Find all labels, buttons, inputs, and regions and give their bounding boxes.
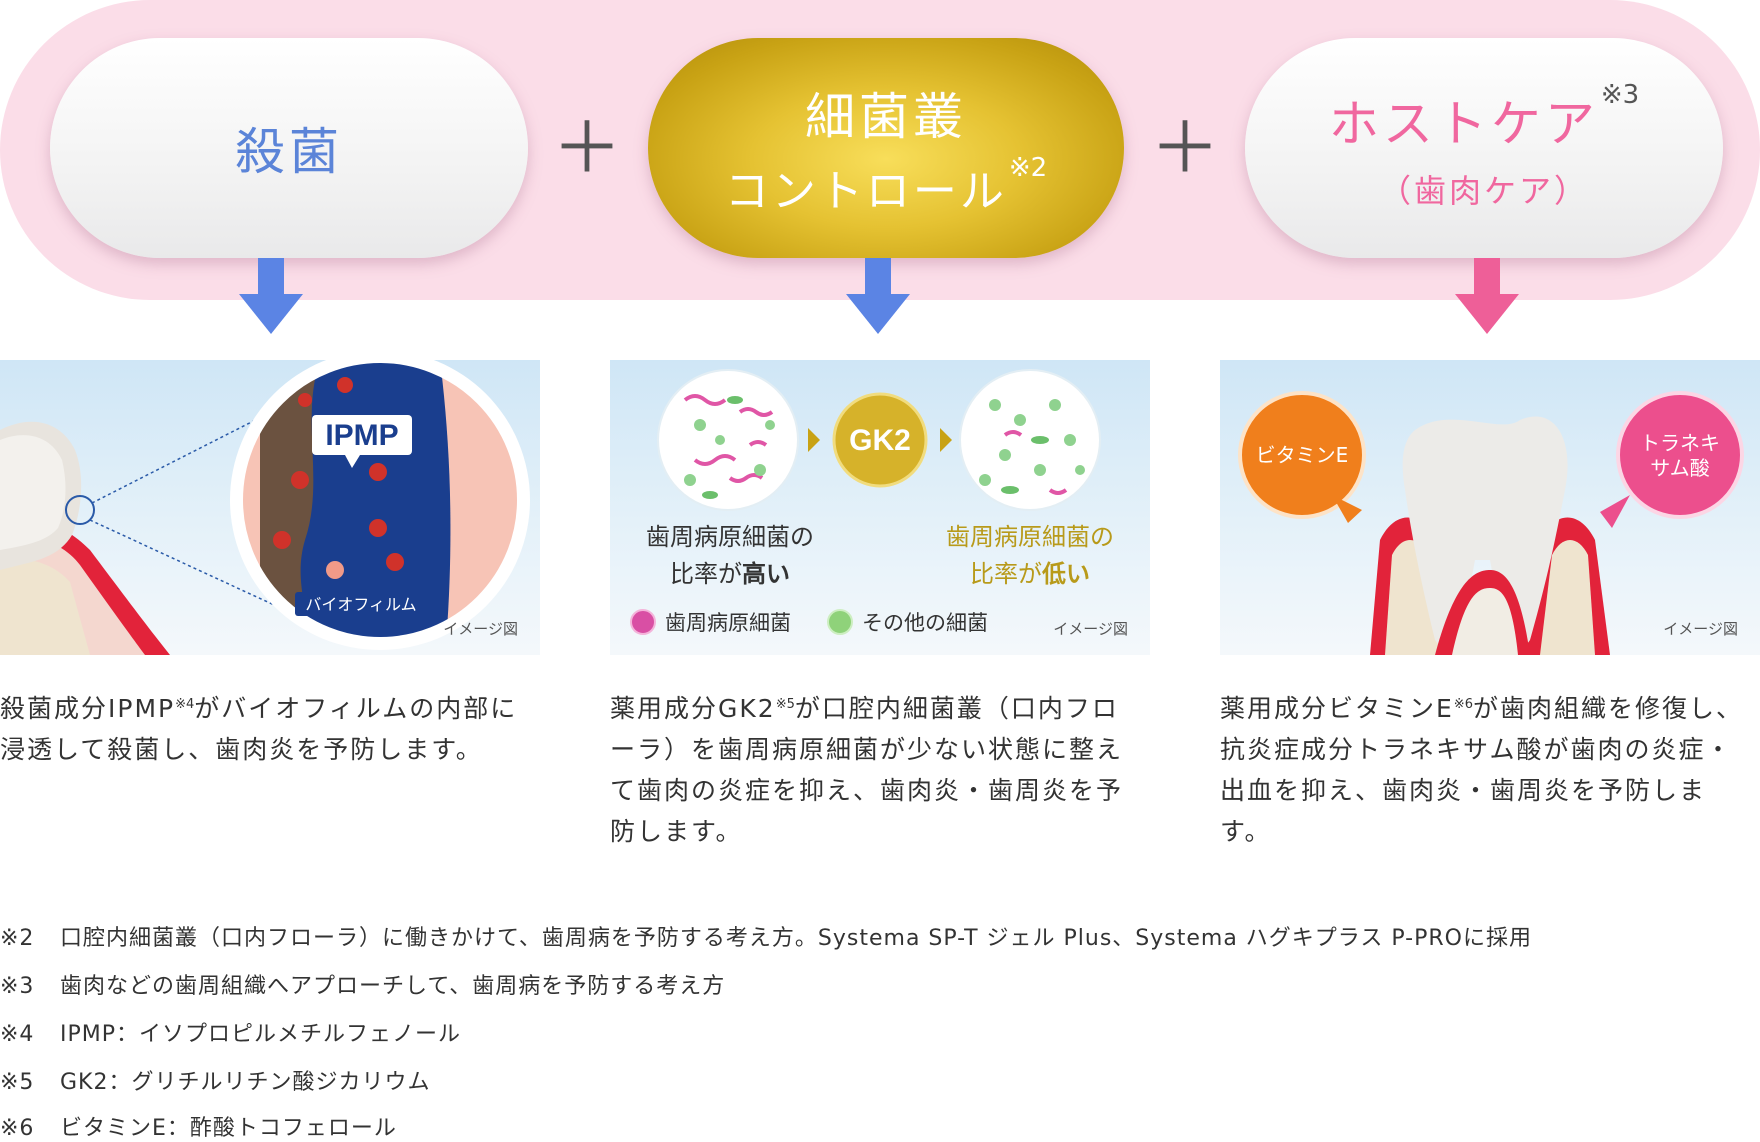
desc-center-b: が口腔内細菌叢（口内フローラ）を歯周病原細菌が少ない状態に整えて歯肉の炎症を抑え… <box>610 694 1124 846</box>
footnote-2-text: 口腔内細菌叢（口内フローラ）に働きかけて、歯周病を予防する考え方。Systema… <box>60 926 1532 951</box>
footnote-6-num: ※6 <box>0 1116 35 1141</box>
hostcare-illustration: ビタミンE トラネキ サム酸 <box>1238 391 1744 655</box>
pill-host-care: ホストケア ※3 （歯肉ケア） <box>1245 38 1723 258</box>
desc-left-b: がバイオフィルムの内部に浸透して殺菌し、歯肉炎を予防します。 <box>0 694 518 764</box>
legend-pathogen-dot <box>630 609 656 635</box>
pill-host-note: ※3 <box>1600 80 1640 110</box>
footnote-2: ※2 口腔内細菌叢（口内フローラ）に働きかけて、歯周病を予防する考え方。Syste… <box>0 920 1532 952</box>
down-arrow-center <box>846 258 910 334</box>
footnote-3-text: 歯肉などの歯周組織へアプローチして、歯周病を予防する考え方 <box>60 974 726 999</box>
desc-left-sup: ※4 <box>175 697 195 712</box>
vitamin-e-bubble <box>1238 391 1366 519</box>
footnote-5-text: GK2：グリチルリチン酸ジカリウム <box>60 1070 431 1095</box>
tranexamic-bubble <box>1616 391 1744 519</box>
description-hostcare: 薬用成分ビタミンE※6が歯肉組織を修復し、抗炎症成分トラネキサム酸が歯肉の炎症・… <box>1220 688 1750 852</box>
tranexamic-label-2: サム酸 <box>1650 456 1710 480</box>
desc-right-b: が歯肉組織を修復し、抗炎症成分トラネキサム酸が歯肉の炎症・出血を抑え、歯肉炎・歯… <box>1220 694 1743 846</box>
desc-center-a: 薬用成分GK2 <box>610 694 776 723</box>
pill-host-title-row: ホストケア ※3 <box>1328 80 1639 156</box>
tranexamic-label-1: トラネキ <box>1640 431 1720 455</box>
gk2-badge-text: GK2 <box>849 424 911 457</box>
image-note-left: イメージ図 <box>443 620 518 638</box>
before-flora-circle <box>657 369 799 511</box>
footnote-3: ※3 歯肉などの歯周組織へアプローチして、歯周病を予防する考え方 <box>0 968 725 1000</box>
after-flora-circle <box>959 369 1101 511</box>
after-caption-line2: 比率が低い <box>970 560 1090 588</box>
gk2-badge <box>832 392 928 488</box>
before-caption-line1: 歯周病原細菌の <box>646 523 814 551</box>
desc-left-a: 殺菌成分IPMP <box>0 694 176 723</box>
footnote-4: ※4 IPMP：イソプロピルメチルフェノール <box>0 1016 461 1048</box>
footnote-2-num: ※2 <box>0 926 35 951</box>
pill-flora-note: ※2 <box>1008 153 1048 183</box>
footnote-5: ※5 GK2：グリチルリチン酸ジカリウム <box>0 1064 430 1096</box>
legend-pathogen-label: 歯周病原細菌 <box>665 611 791 635</box>
ipmp-label: IPMP <box>325 419 398 452</box>
footnote-3-num: ※3 <box>0 974 35 999</box>
footnote-4-text: IPMP：イソプロピルメチルフェノール <box>60 1022 462 1047</box>
plus-sign-1: ＋ <box>552 107 622 189</box>
down-arrow-right <box>1455 258 1519 334</box>
pill-sterilization-title: 殺菌 <box>235 123 343 181</box>
panel-gk2-illustration: GK2 歯周病原細菌の 比率が高い 歯周病原細菌の 比率が低い 歯周病原細菌 そ… <box>610 360 1150 655</box>
gk2-illustration: GK2 歯周病原細菌の 比率が高い 歯周病原細菌の 比率が低い 歯周病原細菌 そ… <box>630 369 1114 635</box>
footnote-4-num: ※4 <box>0 1022 35 1047</box>
desc-right-a: 薬用成分ビタミンE <box>1220 694 1454 723</box>
pill-flora-control: 細菌叢 コントロール ※2 <box>648 38 1124 258</box>
footnote-6: ※6 ビタミンE：酢酸トコフェロール <box>0 1110 397 1142</box>
pill-flora-sub-row: コントロール ※2 <box>725 149 1047 219</box>
legend-other-dot <box>827 609 853 635</box>
panel-ipmp-illustration: IPMP バイオフィルム イメージ図 <box>0 360 540 655</box>
panel-hostcare-illustration: ビタミンE トラネキ サム酸 イメージ図 <box>1220 360 1760 655</box>
footnote-5-num: ※5 <box>0 1070 35 1095</box>
pill-host-title: ホストケア <box>1328 95 1599 153</box>
desc-right-sup: ※6 <box>1453 697 1473 712</box>
plus-sign-2: ＋ <box>1150 107 1220 189</box>
vitamin-e-label: ビタミンE <box>1256 443 1349 467</box>
pill-flora-subtitle: コントロール <box>724 166 1007 217</box>
pill-flora-title: 細菌叢 <box>805 88 967 146</box>
ipmp-illustration: IPMP バイオフィルム <box>0 360 530 655</box>
desc-center-sup: ※5 <box>775 697 795 712</box>
pill-host-paren: （歯肉ケア） <box>1378 172 1589 210</box>
biofilm-label: バイオフィルム <box>305 595 416 614</box>
legend-other-label: その他の細菌 <box>862 611 988 635</box>
description-flora: 薬用成分GK2※5が口腔内細菌叢（口内フローラ）を歯周病原細菌が少ない状態に整え… <box>610 688 1140 852</box>
pill-sterilization: 殺菌 <box>50 38 528 258</box>
down-arrow-left <box>239 258 303 334</box>
after-caption-line1: 歯周病原細菌の <box>946 523 1114 551</box>
description-sterilization: 殺菌成分IPMP※4がバイオフィルムの内部に浸透して殺菌し、歯肉炎を予防します。 <box>0 688 530 770</box>
image-note-right: イメージ図 <box>1663 620 1738 638</box>
footnote-6-text: ビタミンE：酢酸トコフェロール <box>60 1116 397 1141</box>
image-note-center: イメージ図 <box>1053 620 1128 638</box>
before-caption-line2: 比率が高い <box>670 560 790 588</box>
